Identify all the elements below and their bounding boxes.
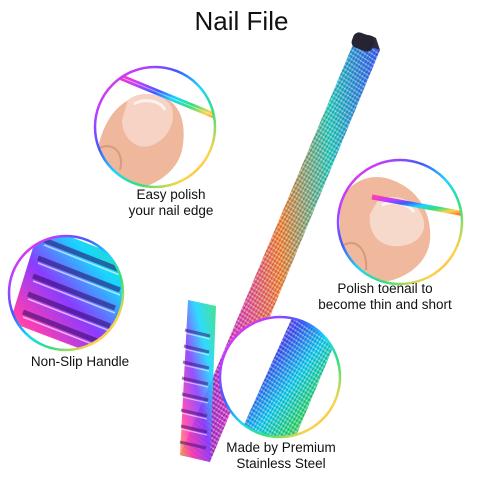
caption-easy-polish: Easy polish your nail edge [96, 187, 246, 219]
caption-line: Non-Slip Handle [30, 354, 130, 369]
inset-fingernail [93, 65, 217, 189]
caption-handle: Non-Slip Handle [0, 354, 160, 370]
inset-steel [218, 315, 342, 439]
inset-handle [7, 234, 125, 352]
caption-line: Easy polish [136, 187, 206, 202]
caption-toenail: Polish toenail to become thin and short [300, 281, 470, 313]
inset-toenail [336, 158, 464, 286]
caption-line: your nail edge [128, 203, 214, 218]
caption-line: Stainless Steel [236, 456, 326, 471]
caption-line: Polish toenail to [337, 281, 433, 296]
caption-line: become thin and short [318, 297, 452, 312]
page-title: Nail File [194, 6, 289, 36]
caption-line: Made by Premium [226, 440, 336, 455]
caption-steel: Made by Premium Stainless Steel [196, 440, 366, 472]
